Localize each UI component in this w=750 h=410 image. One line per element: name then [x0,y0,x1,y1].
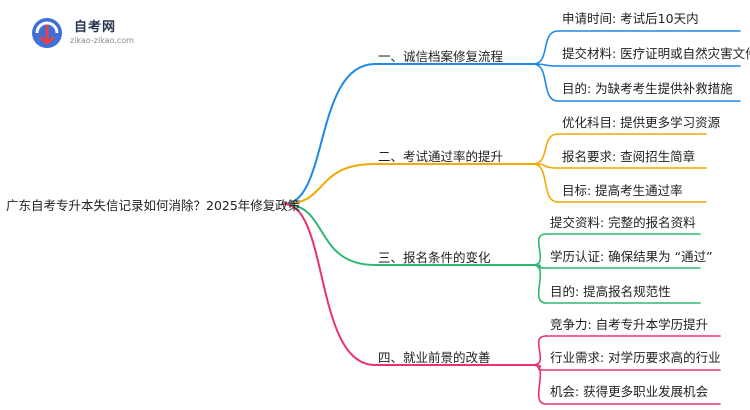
root-connector-1 [283,63,376,205]
logo-subtitle: zikao-zikao.com [70,36,134,45]
leaf-connector-4-1 [532,335,547,366]
root-connector-3 [283,203,376,266]
branch-1-label: 一、诚信档案修复流程 [378,49,504,64]
leaf-4-1: 竞争力: 自考专升本学历提升 [550,317,709,332]
leaf-1-3: 目的: 为缺考考生提供补救措施 [562,81,733,96]
leaf-2-3: 目标: 提高考生通过率 [562,183,683,198]
branch-3-label: 三、报名条件的变化 [378,250,491,265]
leaf-1-1: 申请时间: 考试后10天内 [562,11,699,26]
leaf-connector-2-1 [532,133,559,165]
leaf-3-3: 目的: 提高报名规范性 [550,284,671,299]
branch-4-label: 四、就业前景的改善 [378,350,491,365]
leaf-4-3: 机会: 获得更多职业发展机会 [550,384,709,399]
site-logo: 自考网 zikao-zikao.com [30,14,180,54]
leaf-2-1: 优化科目: 提供更多学习资源 [562,115,721,130]
leaf-connector-3-3 [532,264,547,304]
leaf-3-1: 提交资料: 完整的报名资料 [550,215,696,230]
logo-title: 自考网 [74,20,117,35]
root-topic: 广东自考专升本失信记录如何消除？2025年修复政策 [6,198,301,213]
leaf-connector-2-3 [532,163,559,203]
leaf-connector-1-3 [532,63,559,102]
leaf-connector-1-1 [532,30,559,65]
leaf-2-2: 报名要求: 查阅招生简章 [562,149,696,164]
root-connector-4 [283,203,376,366]
leaf-1-2: 提交材料: 医疗证明或自然灾害文件 [562,46,750,61]
leaf-3-2: 学历认证: 确保结果为 “通过” [550,249,713,264]
leaf-connector-3-1 [532,233,547,266]
branch-2-label: 二、考试通过率的提升 [378,149,504,164]
leaf-4-2: 行业需求: 对学历要求高的行业 [550,350,721,365]
root-connector-2 [283,163,376,205]
leaf-connector-4-3 [532,364,547,405]
logo-icon [32,18,62,48]
